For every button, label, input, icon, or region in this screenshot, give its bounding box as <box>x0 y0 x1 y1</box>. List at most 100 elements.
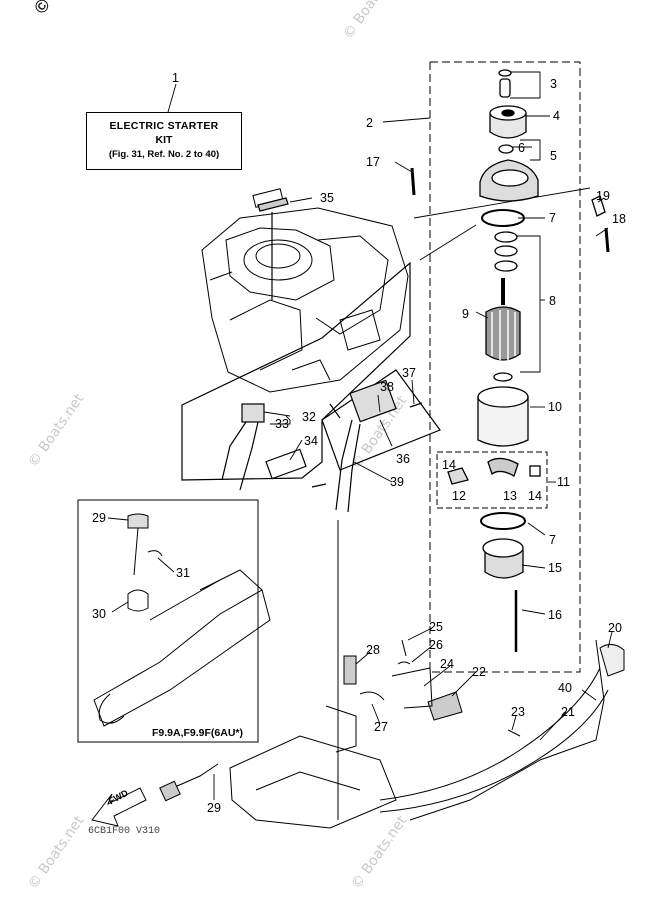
callout-1: 1 <box>172 71 179 85</box>
button-35 <box>257 197 289 212</box>
harness-wire-32 <box>221 421 259 491</box>
kit-subtitle: KIT <box>155 134 173 146</box>
callout-37: 37 <box>402 366 416 380</box>
clip-31 <box>147 550 163 557</box>
harness-21 <box>379 667 609 813</box>
callout-18: 18 <box>612 212 626 226</box>
cap-30 <box>127 589 149 612</box>
callout-11: 11 <box>557 475 570 489</box>
callout-15: 15 <box>548 561 562 575</box>
spring-part <box>499 78 511 98</box>
callout-35: 35 <box>320 191 334 205</box>
lower-assembly <box>91 520 625 829</box>
callout-7-lower: 7 <box>549 533 556 547</box>
yoke-housing <box>477 396 529 447</box>
callout-17: 17 <box>366 155 380 169</box>
stopper-part <box>498 144 514 154</box>
clip-part <box>498 69 512 77</box>
callout-22: 22 <box>472 665 486 679</box>
callout-21: 21 <box>561 705 575 719</box>
cable-40 <box>409 639 605 821</box>
bottom-cowling <box>229 735 397 829</box>
callout-27: 27 <box>374 720 388 734</box>
leader-lines-lower <box>107 83 613 800</box>
washer <box>494 245 518 257</box>
washer-26 <box>397 661 411 665</box>
switch-28 <box>343 655 357 685</box>
cable-29 <box>167 763 219 791</box>
screw-34 <box>311 483 327 488</box>
relay-32 <box>241 403 265 423</box>
bolt-18 <box>604 227 610 253</box>
kit-reference: (Fig. 31, Ref. No. 2 to 40) <box>108 149 220 160</box>
o-ring-lower <box>480 512 526 530</box>
callout-12: 12 <box>452 489 466 503</box>
brush-right <box>529 465 541 477</box>
callout-40: 40 <box>558 681 572 695</box>
callout-10: 10 <box>548 400 562 414</box>
callout-30: 30 <box>92 607 106 621</box>
callout-5: 5 <box>550 149 557 163</box>
callout-14: 14 <box>442 458 456 472</box>
brush-holder-dashed-box <box>436 451 548 509</box>
callout-14-right: 14 <box>528 489 542 503</box>
watermark-text: © Boats.net <box>348 813 410 893</box>
armature-core <box>485 306 521 361</box>
callout-4: 4 <box>553 109 560 123</box>
washer <box>494 231 518 243</box>
thrust-washer <box>493 372 513 382</box>
callout-7: 7 <box>549 211 556 225</box>
tiller-handle <box>93 589 271 727</box>
callout-28: 28 <box>366 643 380 657</box>
callout-3: 3 <box>550 77 557 91</box>
bracket-24 <box>391 667 433 709</box>
callout-29-lower: 29 <box>207 801 221 815</box>
watermark-text: © Boats.net <box>340 0 402 42</box>
callout-20: 20 <box>608 621 622 635</box>
callout-39: 39 <box>390 475 404 489</box>
callout-34: 34 <box>304 434 318 448</box>
watermark-text: © Boats.net <box>25 391 87 471</box>
callout-33: 33 <box>275 417 289 431</box>
watermark-text: © Boats.net <box>25 813 87 893</box>
bolt-17 <box>410 167 416 196</box>
cap-20 <box>599 644 625 677</box>
callout-2: 2 <box>366 116 373 130</box>
relay-22 <box>427 691 463 721</box>
callout-labels: 1 2 3 4 5 6 7 8 9 10 11 12 13 14 15 16 1… <box>92 71 626 815</box>
callout-26: 26 <box>429 638 443 652</box>
callout-25: 25 <box>429 620 443 634</box>
kit-title: ELECTRIC STARTER <box>109 120 219 132</box>
callout-13: 13 <box>503 489 517 503</box>
callout-9: 9 <box>462 307 469 321</box>
callout-6: 6 <box>518 141 525 155</box>
grommet-27 <box>359 691 385 701</box>
kit-label-box: ELECTRIC STARTER KIT (Fig. 31, Ref. No. … <box>86 112 242 170</box>
callout-23: 23 <box>511 705 525 719</box>
terminal-19 <box>591 195 606 217</box>
kit-boundary-dashed <box>429 61 581 673</box>
electrical-parts <box>181 197 441 513</box>
starter-motor-parts <box>410 69 610 652</box>
brush-holder-mid <box>487 457 519 477</box>
callout-38: 38 <box>380 380 394 394</box>
callout-16: 16 <box>548 608 562 622</box>
callout-32: 32 <box>302 410 316 424</box>
model-label: F9.9A,F9.9F(6AU*) <box>152 727 244 739</box>
screw-37 <box>409 402 423 408</box>
callout-8: 8 <box>549 294 556 308</box>
washer <box>494 260 518 272</box>
o-ring-upper <box>481 209 525 227</box>
callout-36: 36 <box>396 452 410 466</box>
callout-31: 31 <box>176 566 190 580</box>
screw-25 <box>401 639 407 657</box>
brush-holder-left <box>447 467 469 485</box>
lower-bracket <box>484 549 524 579</box>
leader-lines <box>382 71 609 615</box>
cdi-wires <box>329 403 361 513</box>
diagram-code: 6CB1F00 V310 <box>88 826 161 837</box>
callout-29: 29 <box>92 511 106 525</box>
bracket-34 <box>265 448 307 480</box>
